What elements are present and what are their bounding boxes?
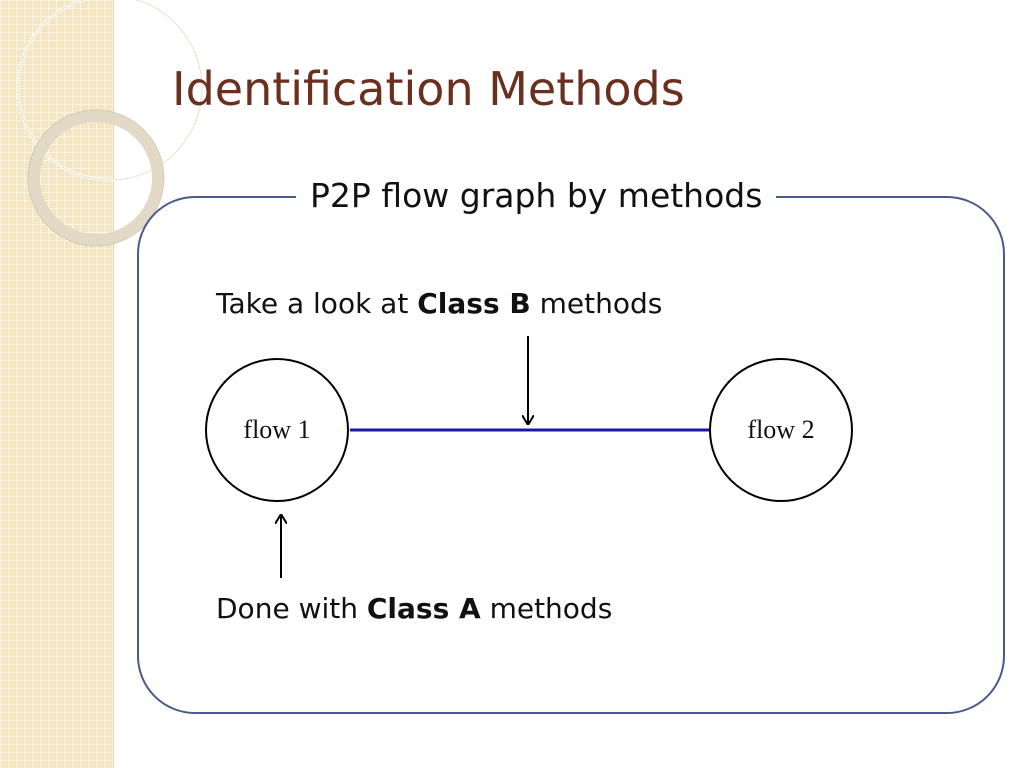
node-flow-2-label: flow 2: [747, 415, 815, 444]
node-flow-1-label: flow 1: [243, 415, 311, 444]
class-a-prefix: Done with: [216, 592, 367, 625]
class-a-emphasis: Class A: [366, 592, 481, 625]
decorative-ring-inner-edge: [27, 109, 165, 247]
class-b-suffix: methods: [530, 287, 663, 320]
diagram-caption: P2P flow graph by methods: [296, 172, 777, 220]
class-b-annotation: Take a look at Class B methods: [216, 287, 662, 320]
class-b-prefix: Take a look at: [216, 287, 418, 320]
decorative-ring-inner: [28, 110, 164, 246]
node-flow-1: flow 1: [205, 358, 349, 502]
page-title: Identification Methods: [172, 62, 685, 116]
decorative-rings: [16, 0, 204, 247]
class-b-emphasis: Class B: [417, 287, 531, 320]
class-a-suffix: methods: [480, 592, 613, 625]
decorative-ring-outer-edge: [17, 0, 203, 181]
class-a-annotation: Done with Class A methods: [216, 592, 612, 625]
node-flow-2: flow 2: [709, 358, 853, 502]
